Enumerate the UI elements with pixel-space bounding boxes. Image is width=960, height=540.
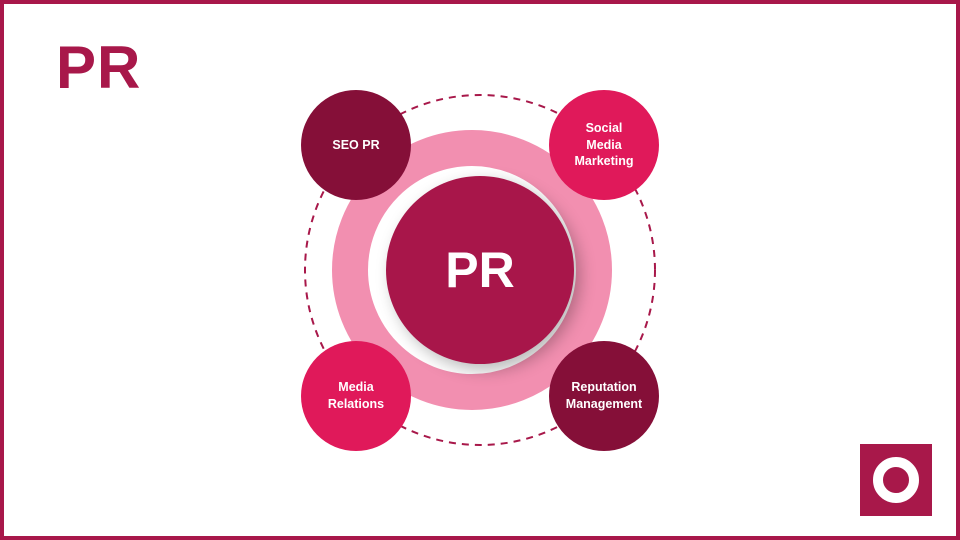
center-label: PR bbox=[445, 242, 515, 298]
node-seo-pr-label: SEO PR bbox=[332, 137, 380, 152]
node-social-media-marketing: Social Media Marketing bbox=[549, 90, 659, 200]
brand-logo bbox=[860, 444, 932, 516]
page-title: PR bbox=[56, 34, 142, 101]
center-node: PR bbox=[386, 176, 574, 364]
node-media-relations-label: Media Relations bbox=[327, 380, 385, 411]
node-reputation-management-label: Reputation Management bbox=[565, 380, 643, 411]
node-social-media-marketing-label: Social Media Marketing bbox=[574, 120, 634, 169]
dashed-orbit bbox=[304, 94, 656, 446]
node-seo-pr: SEO PR bbox=[301, 90, 411, 200]
node-media-relations: Media Relations bbox=[301, 341, 411, 451]
ring-icon bbox=[873, 457, 919, 503]
node-reputation-management: Reputation Management bbox=[549, 341, 659, 451]
pink-ring bbox=[332, 130, 612, 410]
